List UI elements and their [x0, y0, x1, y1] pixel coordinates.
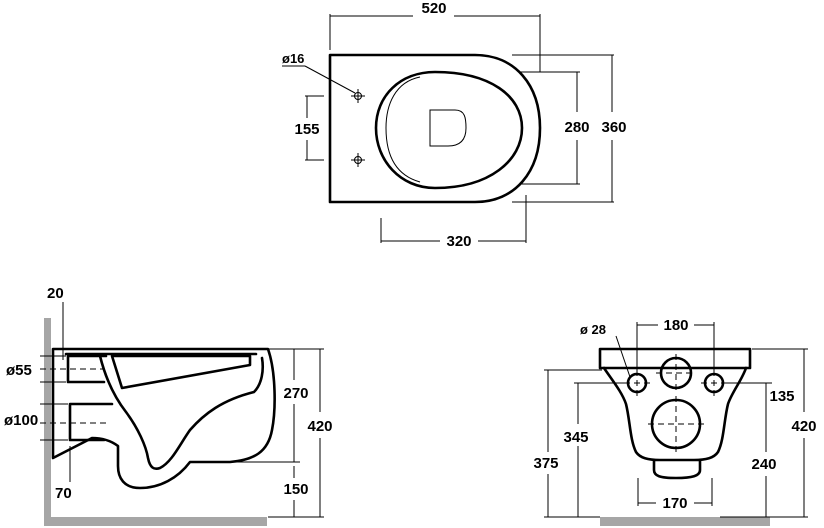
dim-fixing-spacing: 155 — [294, 95, 324, 161]
dim-seat-depth-text: 280 — [564, 119, 589, 136]
dim-rim-outlet: 270 — [232, 348, 309, 463]
dim-width-520: 520 — [329, 0, 541, 72]
dim-bottom-gap-text: 240 — [751, 456, 776, 473]
side-view-outlet — [68, 402, 114, 442]
dim-fixing-spacing-text: 155 — [294, 121, 319, 138]
back-view-foot — [652, 458, 702, 480]
dim-overall-back-text: 375 — [533, 455, 558, 472]
dim-depth-360: 360 — [512, 54, 627, 203]
back-floor — [600, 517, 770, 526]
side-view-seat — [110, 354, 252, 390]
top-view-drain — [429, 109, 467, 147]
dim-wall-offset-text: 20 — [47, 285, 64, 302]
dim-hole-spacing: 180 — [636, 317, 715, 374]
back-outlet — [648, 396, 704, 454]
top-view-bowl-inner — [385, 76, 421, 183]
side-view: 20 ø55 ø100 70 270 — [4, 285, 333, 526]
dim-side-height-text: 420 — [307, 418, 332, 435]
dim-back-height: 420 — [752, 348, 817, 518]
fixing-hole-upper — [351, 89, 365, 103]
back-view: ø 28 180 135 240 420 — [533, 317, 817, 526]
top-view-bowl-rim — [374, 70, 524, 190]
dim-inlet-text: ø55 — [6, 362, 32, 379]
dim-depth-text: 360 — [601, 119, 626, 136]
back-view-body — [602, 366, 748, 462]
dim-back-hole-text: ø 28 — [580, 322, 606, 337]
dim-back-hole: ø 28 — [580, 322, 631, 378]
dim-fixing-hole: ø16 — [282, 51, 356, 94]
dim-outlet-height-back-text: 345 — [563, 429, 588, 446]
dim-bowl-width: 320 — [380, 195, 527, 250]
dim-inlet-height-text: 135 — [769, 388, 794, 405]
dim-outlet-text: ø100 — [4, 412, 38, 429]
dim-seat-depth: 280 — [520, 71, 590, 185]
back-inlet — [656, 354, 696, 392]
dim-bowl-width-text: 320 — [446, 233, 471, 250]
back-view-rim — [598, 347, 752, 370]
dim-base-width-text: 170 — [662, 495, 687, 512]
wall — [44, 318, 51, 526]
fixing-hole-lower — [351, 153, 365, 167]
dim-bottom-gap: 240 — [720, 383, 777, 518]
top-view-outline — [328, 53, 542, 204]
dim-side-height: 420 — [262, 348, 333, 518]
floor — [44, 517, 267, 526]
side-view-bowl-inner — [98, 354, 265, 470]
dim-overall-back: 375 — [533, 369, 602, 518]
dim-outlet-height: 70 — [55, 446, 72, 502]
dim-inlet: ø55 — [6, 355, 66, 383]
dim-rim-outlet-text: 270 — [283, 385, 308, 402]
top-view: 520 ø16 155 280 36 — [282, 0, 627, 250]
dim-side-bottom: 150 — [283, 466, 309, 517]
dim-outlet: ø100 — [4, 403, 68, 441]
dim-inlet-height: 135 — [726, 382, 795, 405]
side-view-inlet — [66, 354, 108, 384]
dim-outlet-height-back: 345 — [563, 382, 624, 517]
dim-back-height-text: 420 — [791, 418, 816, 435]
dim-outlet-height-text: 70 — [55, 485, 72, 502]
dim-base-width: 170 — [637, 478, 713, 512]
dim-side-bottom-text: 150 — [283, 481, 308, 498]
dim-width-text: 520 — [421, 0, 446, 17]
dim-wall-offset: 20 — [47, 285, 64, 360]
dim-hole-spacing-text: 180 — [663, 317, 688, 334]
dim-fixing-hole-text: ø16 — [282, 51, 304, 66]
side-view-outline — [51, 347, 276, 490]
